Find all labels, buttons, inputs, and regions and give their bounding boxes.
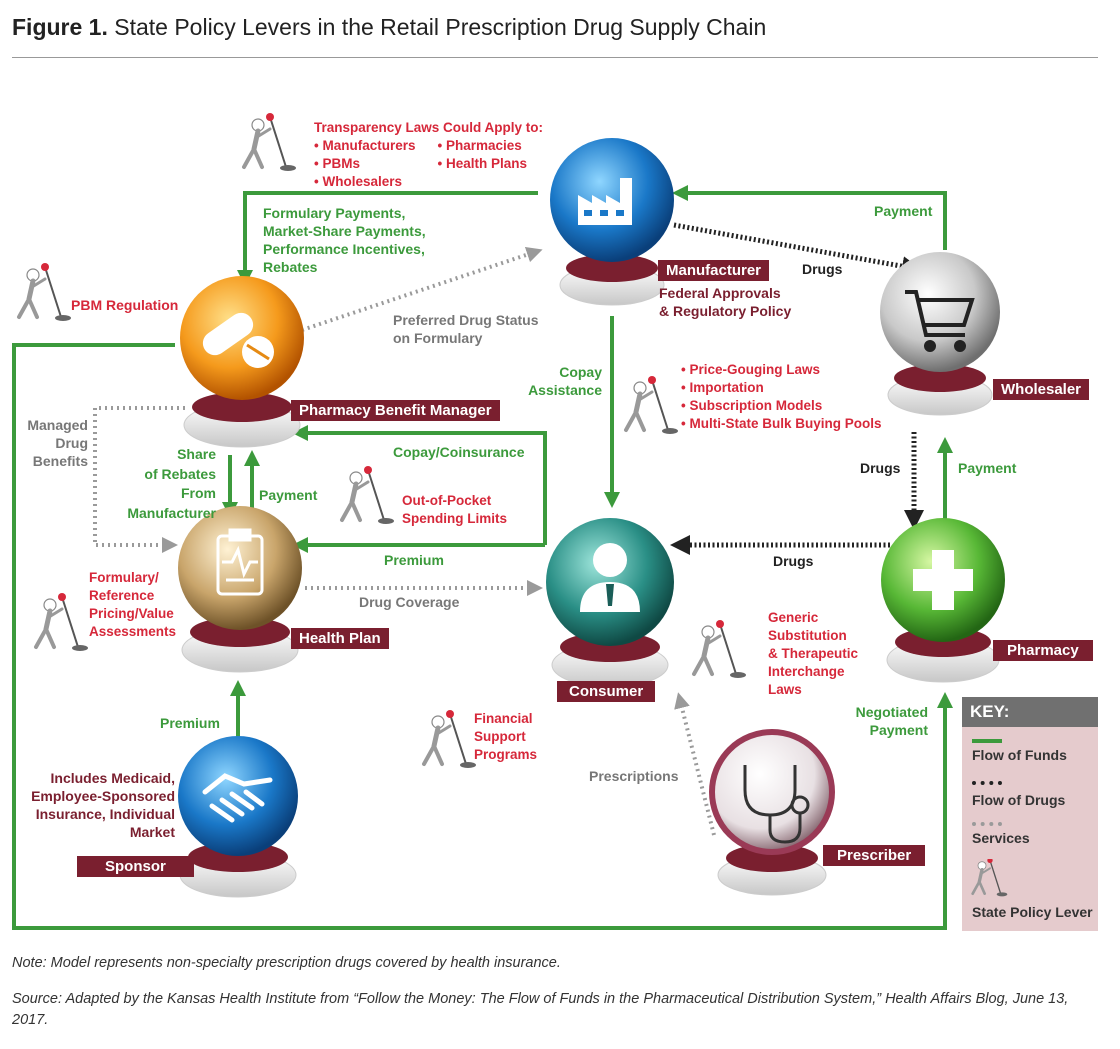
clipboard-icon bbox=[216, 528, 264, 596]
health-plan-label: Health Plan bbox=[291, 628, 389, 649]
key-lever-icon bbox=[971, 859, 1009, 898]
key-services: Services bbox=[972, 830, 1030, 846]
drug-coverage-label: Drug Coverage bbox=[359, 594, 460, 610]
shopping-cart-icon bbox=[905, 290, 975, 352]
lever-pbm-regulation-icon bbox=[19, 263, 71, 321]
legend-key: KEY: Flow of Funds Flow of Drugs Service… bbox=[962, 697, 1098, 931]
flow-prescriptions bbox=[674, 692, 716, 836]
pills-icon bbox=[202, 312, 274, 368]
lever-generic-substitution-icon bbox=[694, 620, 746, 678]
lever-out-of-pocket-icon bbox=[342, 466, 394, 524]
drugs-wholesaler-label: Drugs bbox=[860, 460, 901, 476]
drugs-pharmacy-label: Drugs bbox=[773, 553, 814, 569]
flow-managed-drug-benefits bbox=[93, 406, 185, 553]
pricing-levers-label: • Price-Gouging Laws• Importation• Subsc… bbox=[681, 362, 882, 431]
flow-negotiated-payment bbox=[12, 343, 953, 930]
pbm-regulation-label: PBM Regulation bbox=[71, 297, 179, 313]
formulary-payments-label: Formulary Payments,Market-Share Payments… bbox=[263, 205, 426, 275]
manufacturer-node bbox=[550, 138, 674, 306]
pharmacy-node bbox=[881, 518, 1005, 683]
key-heading: KEY: bbox=[962, 697, 1098, 727]
note-text: Note: Model represents non-specialty pre… bbox=[12, 955, 561, 971]
flow-preferred-drug-status bbox=[301, 246, 543, 332]
pharmacy-label: Pharmacy bbox=[993, 640, 1093, 661]
flow-formulary-payments bbox=[237, 191, 538, 286]
figure-title: Figure 1. State Policy Levers in the Ret… bbox=[12, 14, 767, 40]
stethoscope-icon bbox=[743, 765, 810, 844]
prescriber-node bbox=[709, 729, 835, 896]
lever-financial-support-icon bbox=[424, 710, 476, 768]
pbm-node bbox=[180, 276, 304, 448]
premium-sponsor-label: Premium bbox=[160, 715, 220, 731]
handshake-icon bbox=[202, 773, 273, 823]
manufacturer-label: Manufacturer bbox=[658, 260, 770, 281]
prescriber-label: Prescriber bbox=[823, 845, 926, 866]
wholesaler-node bbox=[880, 252, 1000, 416]
lever-transparency-icon bbox=[244, 113, 296, 171]
consumer-label: Consumer bbox=[557, 681, 656, 702]
lever-pricing-icon bbox=[626, 376, 678, 434]
federal-approvals-label: Federal Approvals& Regulatory Policy bbox=[659, 285, 792, 319]
wholesaler-label: Wholesaler bbox=[993, 379, 1090, 400]
source-text: Source: Adapted by the Kansas Health Ins… bbox=[12, 991, 1069, 1028]
medical-cross-icon bbox=[913, 550, 973, 610]
lever-formulary-assessment-icon bbox=[36, 593, 88, 651]
drugs-swatch bbox=[972, 781, 1002, 785]
payment-pharmacy-label: Payment bbox=[958, 460, 1017, 476]
payment-to-manufacturer-label: Payment bbox=[874, 203, 933, 219]
funds-swatch bbox=[972, 739, 1002, 743]
factory-icon bbox=[578, 178, 632, 225]
services-swatch bbox=[972, 822, 1002, 826]
health-plan-node bbox=[178, 506, 302, 673]
copay-coinsurance-label: Copay/Coinsurance bbox=[393, 444, 525, 460]
payment-plan-to-pbm-label: Payment bbox=[259, 487, 318, 503]
title-rule bbox=[12, 57, 1098, 58]
consumer-node bbox=[546, 518, 674, 688]
sponsor-label: Sponsor bbox=[77, 856, 194, 877]
key-lever: State Policy Lever bbox=[972, 904, 1093, 920]
key-drugs: Flow of Drugs bbox=[972, 792, 1066, 808]
premium-consumer-label: Premium bbox=[384, 552, 444, 568]
sponsor-node bbox=[178, 736, 298, 898]
prescriptions-label: Prescriptions bbox=[589, 768, 679, 784]
flow-copay-coinsurance bbox=[292, 425, 547, 545]
pbm-label: Pharmacy Benefit Manager bbox=[291, 400, 500, 421]
flow-payment-to-manufacturer bbox=[672, 185, 947, 250]
key-funds: Flow of Funds bbox=[972, 747, 1067, 763]
person-icon bbox=[580, 543, 640, 612]
drugs-mfr-label: Drugs bbox=[802, 261, 843, 277]
transparency-laws-label: Transparency Laws Could Apply to: • Manu… bbox=[314, 120, 544, 189]
